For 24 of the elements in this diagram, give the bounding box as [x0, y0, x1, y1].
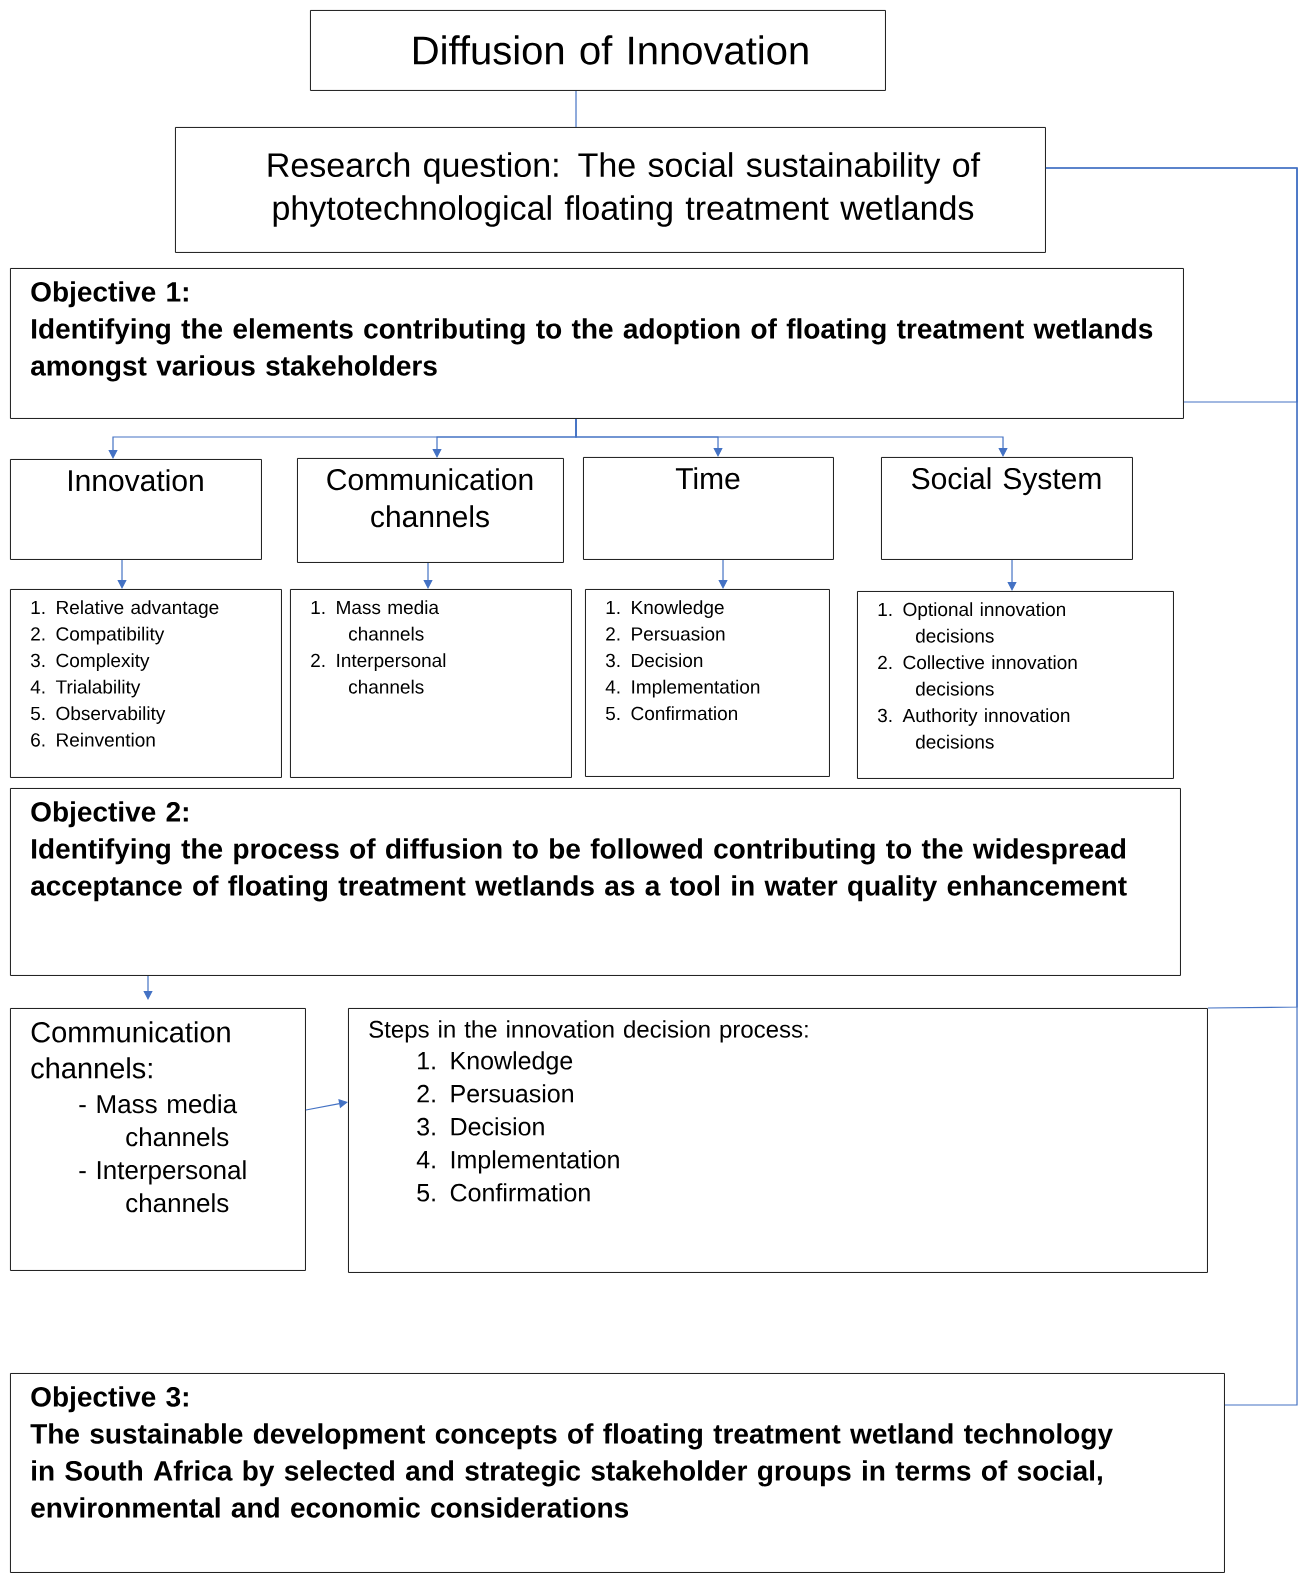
category-box: Innovation — [10, 459, 262, 560]
steps-box: Steps in the innovation decision process: 1. Knowledge 2. Persuasion 3. Decision 4. Implementation 5. Confirmation — [348, 1008, 1208, 1273]
arrow — [718, 559, 728, 589]
objective-box: Objective 3: The sustainable development concepts of floating treatment wetland technology in South Africa by selected and strategic stakeholder groups in terms of social, environmental and economic considerations — [10, 1373, 1225, 1573]
arrow — [305, 1099, 348, 1111]
list-box: 1. Optional innovation decisions 2. Collective innovation decisions 3. Authority innovation decisions — [857, 591, 1174, 779]
question-box: Research question: The social sustainability of phytotechnological floating treatment wetlands — [175, 127, 1046, 253]
arrow — [423, 562, 433, 589]
objective-box: Objective 2: Identifying the process of diffusion to be followed contributing to the widespread acceptance of floating treatment wetlands as a tool in water quality enhancement — [10, 788, 1181, 976]
objective-box: Objective 1: Identifying the elements contributing to the adoption of floating treatment wetlands amongst various stakeholders — [10, 268, 1184, 419]
arrow — [1007, 559, 1017, 591]
arrow — [575, 418, 1008, 457]
arrow — [143, 975, 153, 1000]
connector-line — [1045, 167, 1298, 1406]
list-box: 1. Relative advantage 2. Compatibility 3. Complexity 4. Trialability 5. Observability 6. Reinvention — [10, 589, 282, 778]
arrow — [117, 559, 127, 589]
category-box: Time — [583, 457, 834, 560]
category-box: Communication channels — [297, 458, 564, 563]
title-box: Diffusion of Innovation — [310, 10, 886, 91]
list-box: 1. Mass media channels 2. Interpersonal channels — [290, 589, 572, 778]
list-box: 1. Knowledge 2. Persuasion 3. Decision 4. Implementation 5. Confirmation — [585, 589, 830, 777]
category-box: Social System — [881, 457, 1133, 560]
connector-line — [575, 90, 577, 128]
channels-box: Communication channels: - Mass media channels - Interpersonal channels — [10, 1008, 306, 1271]
